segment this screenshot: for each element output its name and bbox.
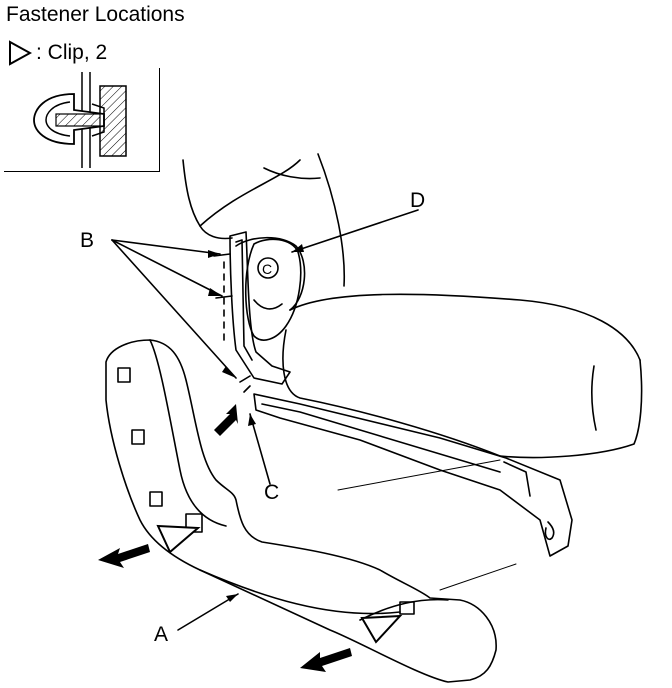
bold-arrow-icon xyxy=(214,404,238,436)
label-b: B xyxy=(80,229,95,252)
label-a: A xyxy=(154,623,169,646)
legend-text: : Clip, 2 xyxy=(36,41,108,64)
label-c: C xyxy=(264,481,280,504)
clip-triangle-icon xyxy=(360,614,403,644)
page-title: Fastener Locations xyxy=(6,3,185,26)
label-d: D xyxy=(410,189,426,212)
clip-triangle-icon xyxy=(156,524,201,554)
clip-detail-inset xyxy=(4,68,160,172)
recliner-label-c: C xyxy=(262,261,273,277)
bold-arrow-icon xyxy=(98,544,150,568)
bold-arrow-icon xyxy=(300,648,352,672)
clip-cross-section-icon xyxy=(33,72,127,168)
clip-triangle-icon xyxy=(9,40,32,66)
legend: : Clip, 2 xyxy=(6,40,107,66)
